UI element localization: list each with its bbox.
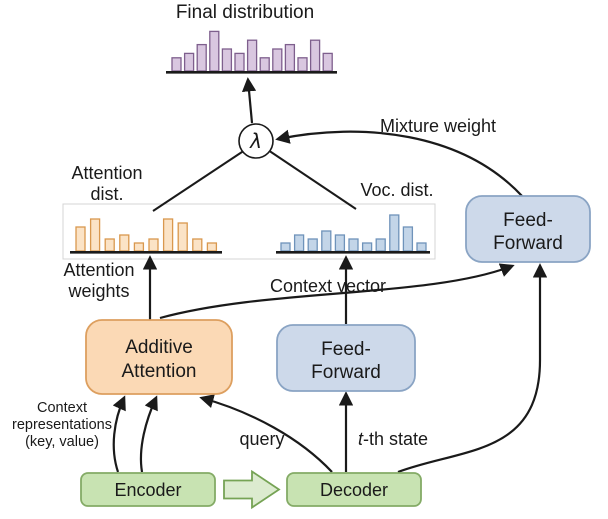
vocab-histogram-bar: [361, 242, 373, 252]
encoder-label: Encoder: [114, 480, 181, 500]
encoder-key-arrow: [112, 395, 126, 473]
final-histogram-bar: [209, 30, 220, 72]
final-distribution-histogram: [166, 30, 337, 74]
final-histogram-bar: [246, 39, 258, 72]
final-histogram-bar: [309, 39, 321, 72]
decoder-label: Decoder: [320, 480, 388, 500]
feed-forward-mid-label-1: Feed-: [321, 339, 371, 360]
t-state-label: t-th state: [358, 429, 428, 449]
mixture-weight-label: Mixture weight: [380, 116, 496, 136]
final-histogram-bar: [297, 57, 308, 72]
encoder-value-arrow: [139, 395, 158, 473]
final-histogram-bar: [322, 52, 333, 72]
voc-dist-label: Voc. dist.: [360, 180, 433, 200]
feed-forward-mid-box: [276, 324, 416, 392]
lambda-node: [238, 123, 274, 159]
decoder-box: [286, 472, 422, 507]
attention-dist-label-2: dist.: [90, 184, 123, 204]
vocab-histogram-bar: [416, 242, 427, 252]
final-histogram-bar: [259, 57, 270, 72]
vocab-histogram-bar: [334, 234, 346, 252]
context-vector-arrow: [159, 263, 515, 320]
query-arrow: [199, 394, 333, 473]
vocab-histogram-bar: [293, 234, 305, 252]
attention-dist-to-lambda-line: [152, 149, 246, 212]
t-state-italic: t: [358, 429, 364, 449]
final-histogram-bar: [196, 43, 207, 72]
attention-histogram-bar: [206, 242, 218, 252]
context-repr-label-3: (key, value): [25, 434, 99, 450]
final-histogram-bar: [183, 52, 195, 72]
vocab-histogram-bar: [348, 238, 359, 252]
attention-histogram-bar: [104, 238, 115, 252]
attention-histogram-bar: [162, 218, 174, 252]
attention-histogram-bar: [75, 226, 86, 252]
feed-forward-top-box: [465, 195, 591, 263]
additive-attention-box: [85, 319, 233, 395]
final-histogram-bar: [234, 52, 245, 72]
final-distribution-label: Final distribution: [176, 2, 314, 23]
vocab-distribution-histogram: [276, 214, 430, 254]
context-repr-label-1: Context: [37, 400, 87, 416]
feed-forward-mid-label-2: Forward: [311, 362, 381, 383]
vocab-histogram-bar: [375, 238, 386, 252]
final-histogram-bar: [171, 57, 182, 72]
vocab-dist-to-lambda-line: [267, 149, 357, 210]
vocab-histogram-bar: [402, 226, 414, 252]
lambda-symbol: λ: [249, 129, 262, 153]
feed-forward-top-label-1: Feed-: [503, 210, 553, 231]
lambda-to-final-arrow: [241, 77, 257, 124]
attention-histogram-bar: [177, 222, 188, 252]
attention-histogram-bar: [192, 238, 203, 252]
attention-distribution-histogram: [70, 218, 222, 254]
context-vector-label: Context vector: [270, 276, 386, 296]
attention-weights-label-1: Attention: [63, 260, 134, 280]
feed-forward-top-label-2: Forward: [493, 233, 563, 254]
final-histogram-bar: [221, 48, 233, 72]
vocab-histogram-bar: [280, 242, 291, 252]
attention-dist-label-1: Attention: [71, 163, 142, 183]
additive-attention-label-2: Attention: [122, 361, 197, 382]
attention-histogram-bar: [119, 234, 130, 252]
state-to-mixture-ff-arrow: [397, 263, 548, 474]
distributions-frame: [62, 203, 436, 260]
mixture-weight-arrow: [275, 129, 523, 197]
t-state-rest: -th state: [363, 429, 428, 449]
vocab-histogram-bar: [307, 238, 318, 252]
attention-histogram-bar: [148, 238, 159, 252]
encoder-to-decoder-block-arrow: [223, 469, 281, 510]
attention-weights-label-2: weights: [67, 281, 129, 301]
final-histogram-bar: [272, 48, 283, 72]
attention-histogram-bar: [89, 218, 101, 252]
query-label: query: [239, 429, 284, 449]
encoder-box: [80, 472, 216, 507]
attention-histogram-bar: [133, 242, 145, 252]
context-repr-label-2: representations: [12, 417, 112, 433]
vocab-histogram-bar: [321, 230, 332, 252]
vocab-histogram-bar: [389, 214, 400, 252]
additive-attention-label-1: Additive: [125, 337, 193, 358]
final-histogram-bar: [284, 43, 296, 72]
